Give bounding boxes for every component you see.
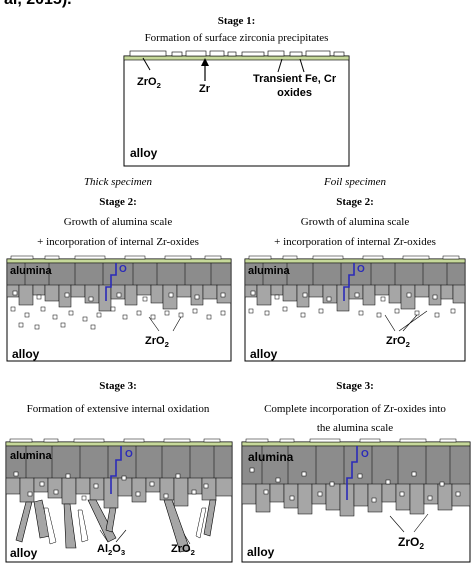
right-stage2-alumina-label: alumina bbox=[248, 265, 290, 277]
stage1-title: Stage 1: bbox=[217, 15, 256, 27]
right-stage2-alloy-label: alloy bbox=[250, 347, 278, 361]
right-stage2-title: Stage 2: bbox=[336, 196, 374, 208]
left-stage2-title: Stage 2: bbox=[99, 196, 137, 208]
left-stage2-alumina-label: alumina bbox=[10, 265, 52, 277]
left-stage3-zro2-label: ZrO2 bbox=[171, 543, 195, 557]
right-stage2-diagram bbox=[244, 255, 466, 362]
right-stage3-zro2-label: ZrO2 bbox=[398, 535, 425, 551]
right-stage3-line2: the alumina scale bbox=[316, 422, 394, 434]
left-stage2-line2: + incorporation of internal Zr-oxides bbox=[37, 236, 199, 248]
left-stage3-title: Stage 3: bbox=[99, 380, 137, 392]
header-fragment: al, 2015). bbox=[4, 0, 72, 9]
right-specimen-label: Foil specimen bbox=[323, 176, 386, 188]
right-stage3-oxygen-label: O bbox=[361, 449, 369, 460]
stage1-subtitle: Formation of surface zirconia precipitat… bbox=[144, 32, 329, 44]
stage1-diagram bbox=[123, 50, 350, 167]
left-stage2-line1: Growth of alumina scale bbox=[63, 216, 173, 228]
left-stage3-alloy-label: alloy bbox=[10, 546, 38, 560]
left-stage2-diagram bbox=[6, 255, 232, 362]
left-stage3-alumina-label: alumina bbox=[10, 450, 52, 462]
left-stage3-oxygen-label: O bbox=[125, 449, 133, 460]
left-stage3-line1: Formation of extensive internal oxidatio… bbox=[26, 403, 210, 415]
right-stage2-zro2-label: ZrO2 bbox=[386, 335, 410, 349]
stage1-zro2-label: ZrO2 bbox=[137, 76, 161, 90]
right-stage3-line1: Complete incorporation of Zr-oxides into bbox=[264, 403, 446, 415]
left-stage2-zro2-label: ZrO2 bbox=[145, 335, 169, 349]
right-stage3-alumina-label: alumina bbox=[248, 450, 294, 464]
left-stage2-oxygen-label: O bbox=[119, 264, 127, 275]
left-stage3-al2o3-label: Al2O3 bbox=[97, 543, 126, 557]
right-stage3-alloy-label: alloy bbox=[247, 545, 275, 559]
left-stage3-diagram bbox=[5, 438, 233, 563]
stage1-alloy-label: alloy bbox=[130, 146, 158, 160]
stage1-zr-label: Zr bbox=[199, 83, 210, 95]
right-stage3-title: Stage 3: bbox=[336, 380, 374, 392]
right-stage3-diagram bbox=[241, 438, 471, 563]
left-specimen-label: Thick specimen bbox=[83, 176, 153, 188]
left-stage2-alloy-label: alloy bbox=[12, 347, 40, 361]
right-stage2-line1: Growth of alumina scale bbox=[300, 216, 410, 228]
right-stage2-line2: + incorporation of internal Zr-oxides bbox=[274, 236, 436, 248]
right-stage2-oxygen-label: O bbox=[357, 264, 365, 275]
